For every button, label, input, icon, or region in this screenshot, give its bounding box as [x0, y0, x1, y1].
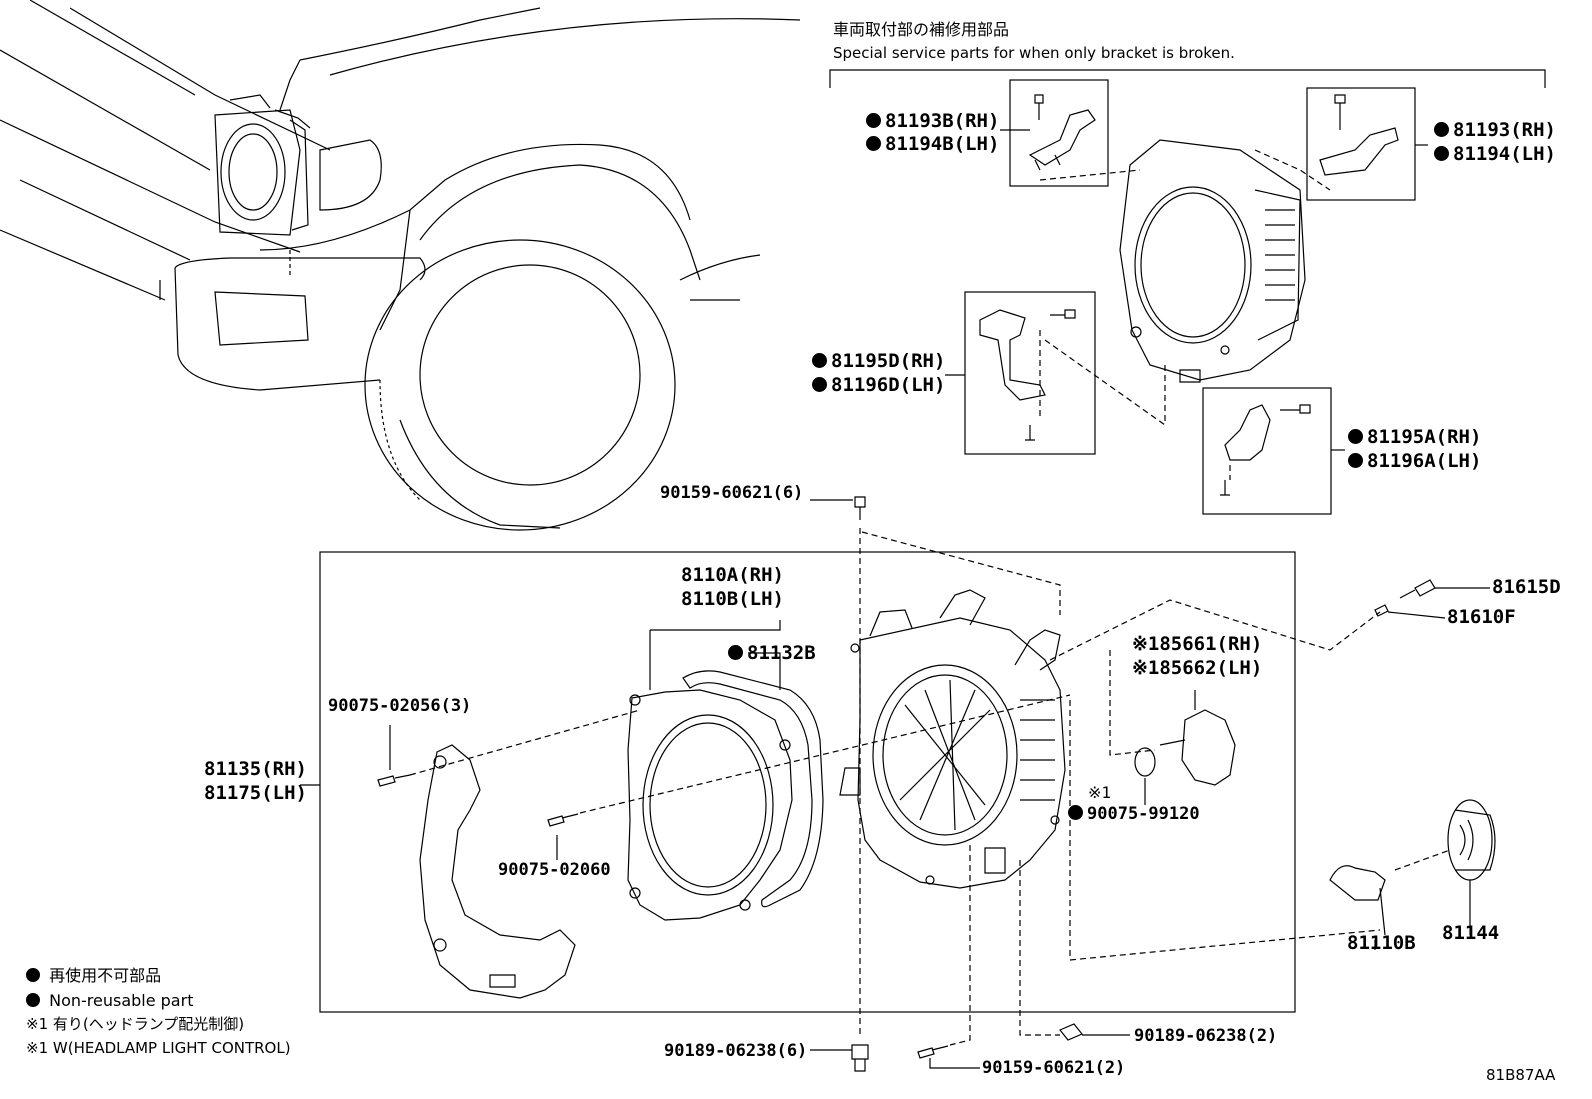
part-label-81615D: 81615D [1492, 576, 1561, 598]
note-marker-1: ※1 [1088, 783, 1112, 802]
part-label-90189-left: 90189-06238(6) [664, 1041, 808, 1061]
bullet-icon [866, 136, 881, 151]
part-label-90159-bottom: 90159-60621(2) [982, 1058, 1126, 1078]
part-label-90159-top: 90159-60621(6) [660, 483, 804, 503]
bullet-icon [1348, 453, 1363, 468]
bullet-icon [1068, 805, 1083, 820]
bullet-icon [26, 993, 40, 1007]
part-label-81196A: 81196A(LH) [1348, 452, 1481, 471]
bullet-icon [26, 968, 40, 982]
part-label-81144: 81144 [1442, 922, 1500, 944]
bullet-icon [866, 113, 881, 128]
bullet-icon [1348, 429, 1363, 444]
part-label-8110B: 8110B(LH) [681, 588, 784, 610]
part-label-85662: ※185662(LH) [1132, 657, 1263, 679]
part-label-81196D: 81196D(LH) [812, 376, 945, 395]
part-label-90075-99120: 90075-99120 [1068, 805, 1200, 823]
bullet-icon [812, 353, 827, 368]
header-title-jp: 車両取付部の補修用部品 [833, 20, 1010, 39]
part-label-81175: 81175(LH) [204, 782, 307, 804]
part-label-90189-right: 90189-06238(2) [1134, 1026, 1278, 1046]
part-label-81610F: 81610F [1447, 606, 1516, 628]
legend-nonreusable-en: Non-reusable part [26, 993, 193, 1009]
bracket-kit-illustration [829, 69, 1546, 515]
bullet-icon [728, 645, 743, 660]
part-label-81195D: 81195D(RH) [812, 352, 945, 371]
part-label-90075-02056: 90075-02056(3) [328, 696, 472, 716]
bullet-icon [1434, 146, 1449, 161]
part-label-81194B: 81194B(LH) [866, 135, 999, 154]
part-label-81193B: 81193B(RH) [866, 112, 999, 131]
vehicle-front-illustration [0, 0, 801, 531]
bullet-icon [812, 377, 827, 392]
legend-note-jp: ※1 有り(ヘッドランプ配光制御) [26, 1015, 245, 1033]
headlamp-assembly-illustration [300, 496, 1496, 1072]
legend-note-en: ※1 W(HEADLAMP LIGHT CONTROL) [26, 1039, 291, 1057]
part-label-85661: ※185661(RH) [1132, 633, 1263, 655]
part-label-81135: 81135(RH) [204, 758, 307, 780]
part-label-90075-02060: 90075-02060 [498, 860, 611, 880]
part-label-81110B: 81110B [1347, 932, 1416, 954]
illustration-code: 81B87AA [1486, 1066, 1556, 1084]
part-label-8110A: 8110A(RH) [681, 564, 784, 586]
part-label-81195A: 81195A(RH) [1348, 428, 1481, 447]
part-label-81194: 81194(LH) [1434, 145, 1556, 164]
legend-nonreusable-jp: 再使用不可部品 [26, 968, 161, 984]
header-title-en: Special service parts for when only brac… [833, 44, 1235, 62]
part-label-81132B: 81132B [728, 644, 816, 663]
bullet-icon [1434, 122, 1449, 137]
part-label-81193: 81193(RH) [1434, 121, 1556, 140]
